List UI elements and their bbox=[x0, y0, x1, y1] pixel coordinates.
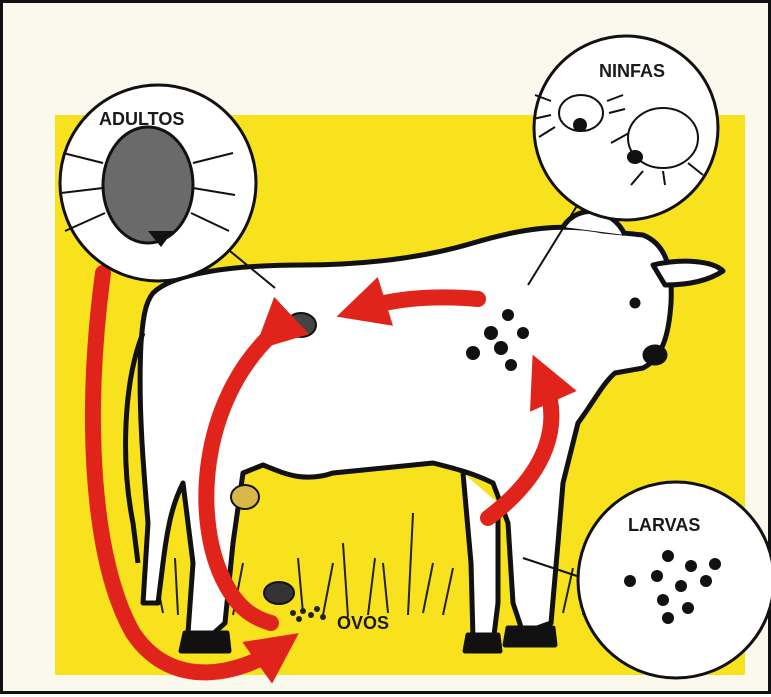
larvae-callout bbox=[578, 482, 771, 678]
larvae-label: LARVAS bbox=[628, 515, 700, 535]
nymphs-label: NINFAS bbox=[599, 61, 665, 81]
adults-label: ADULTOS bbox=[99, 109, 184, 129]
adult-tick-on-cow bbox=[286, 313, 316, 337]
tick-adult-icon bbox=[103, 127, 193, 243]
eggs-label: OVOS bbox=[337, 613, 389, 633]
tick-life-cycle-diagram: ADULTOS NINFAS LARVAS OVOS bbox=[3, 3, 771, 697]
